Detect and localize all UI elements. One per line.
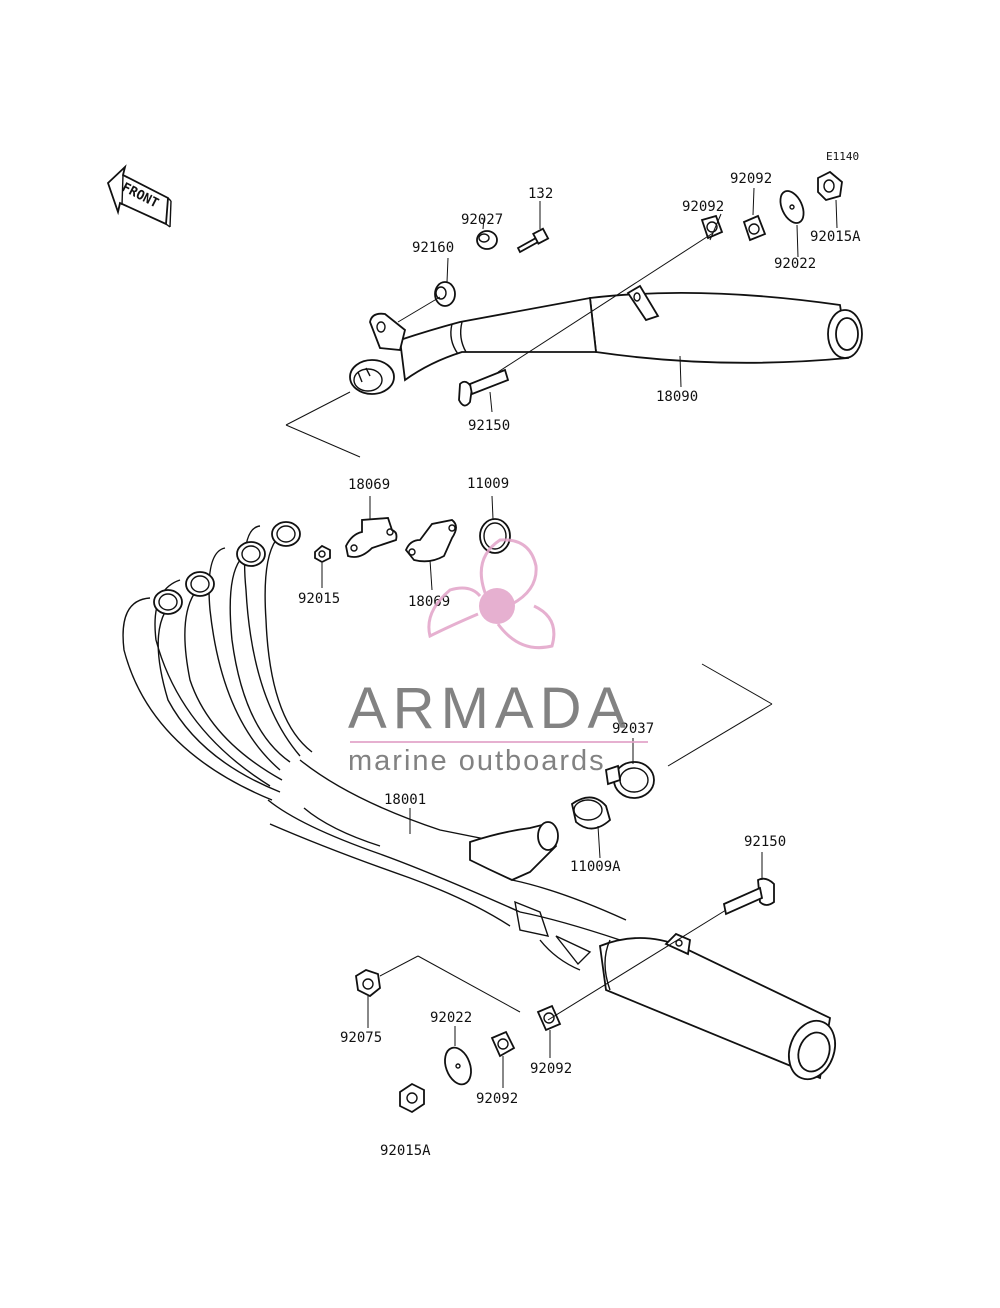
part-label-132: 132 bbox=[528, 186, 553, 202]
damper-92092-upper-b bbox=[742, 214, 767, 242]
bolt-92150-lower bbox=[722, 877, 775, 916]
flange-18069-a bbox=[345, 517, 398, 558]
damper-92092-lower-b bbox=[536, 1004, 562, 1032]
bolt-132 bbox=[516, 227, 550, 254]
clamp-92037 bbox=[605, 761, 655, 799]
collar-92027 bbox=[476, 230, 498, 250]
part-label-92027: 92027 bbox=[461, 212, 503, 228]
muffler-lower bbox=[599, 932, 836, 1081]
part-label-92092-lower-a: 92092 bbox=[476, 1091, 518, 1107]
part-label-92092-lower-b: 92092 bbox=[530, 1061, 572, 1077]
damper-92092-upper-a bbox=[700, 214, 724, 240]
upper-leader-lines bbox=[285, 187, 838, 458]
part-label-92022-upper: 92022 bbox=[774, 256, 816, 272]
part-label-92022-lower: 92022 bbox=[430, 1010, 472, 1026]
part-label-18090: 18090 bbox=[656, 389, 698, 405]
part-label-92160: 92160 bbox=[412, 240, 454, 256]
flange-leader-lines bbox=[321, 495, 494, 591]
part-label-92015A-lower: 92015A bbox=[380, 1143, 431, 1159]
damper-92092-lower-a bbox=[490, 1030, 516, 1058]
lower-leader-lines bbox=[367, 663, 773, 1088]
part-label-92015A-upper: 92015A bbox=[810, 229, 861, 245]
part-label-18069-b: 18069 bbox=[408, 594, 450, 610]
exhaust-header-18001 bbox=[122, 521, 627, 971]
part-label-11009A: 11009A bbox=[570, 859, 621, 875]
part-label-92037: 92037 bbox=[612, 721, 654, 737]
part-label-18001: 18001 bbox=[384, 792, 426, 808]
diagram-code-label: E1140 bbox=[826, 150, 859, 163]
part-label-18069-a: 18069 bbox=[348, 477, 390, 493]
part-label-92075: 92075 bbox=[340, 1030, 382, 1046]
flange-18069-b bbox=[404, 519, 457, 563]
part-labels: E1140 132 92027 92160 92092 92092 92022 … bbox=[298, 150, 861, 1159]
part-label-92150-lower: 92150 bbox=[744, 834, 786, 850]
front-direction-arrow: FRONT bbox=[106, 164, 172, 228]
nut-92015 bbox=[314, 544, 331, 564]
part-label-11009: 11009 bbox=[467, 476, 509, 492]
watermark-tagline: marine outboards bbox=[348, 745, 606, 777]
propeller-logo-icon bbox=[427, 538, 556, 650]
nut-92015A-upper bbox=[817, 170, 843, 202]
part-label-92015: 92015 bbox=[298, 591, 340, 607]
gasket-11009 bbox=[479, 518, 511, 554]
watermark: ARMADA marine outboards bbox=[348, 538, 648, 777]
part-label-92092-upper-a: 92092 bbox=[682, 199, 724, 215]
watermark-brand: ARMADA bbox=[348, 676, 632, 741]
washer-92022-upper bbox=[779, 190, 805, 224]
gasket-11009A bbox=[570, 796, 612, 830]
washer-92022-lower bbox=[444, 1046, 472, 1086]
nut-92015A-lower bbox=[399, 1082, 425, 1114]
muffler-18090 bbox=[349, 284, 863, 395]
part-label-92092-upper-b: 92092 bbox=[730, 171, 772, 187]
part-label-92150-upper: 92150 bbox=[468, 418, 510, 434]
bolt-92150-upper bbox=[458, 368, 510, 407]
grommet-92160 bbox=[434, 281, 456, 307]
nut-92075 bbox=[355, 969, 381, 998]
